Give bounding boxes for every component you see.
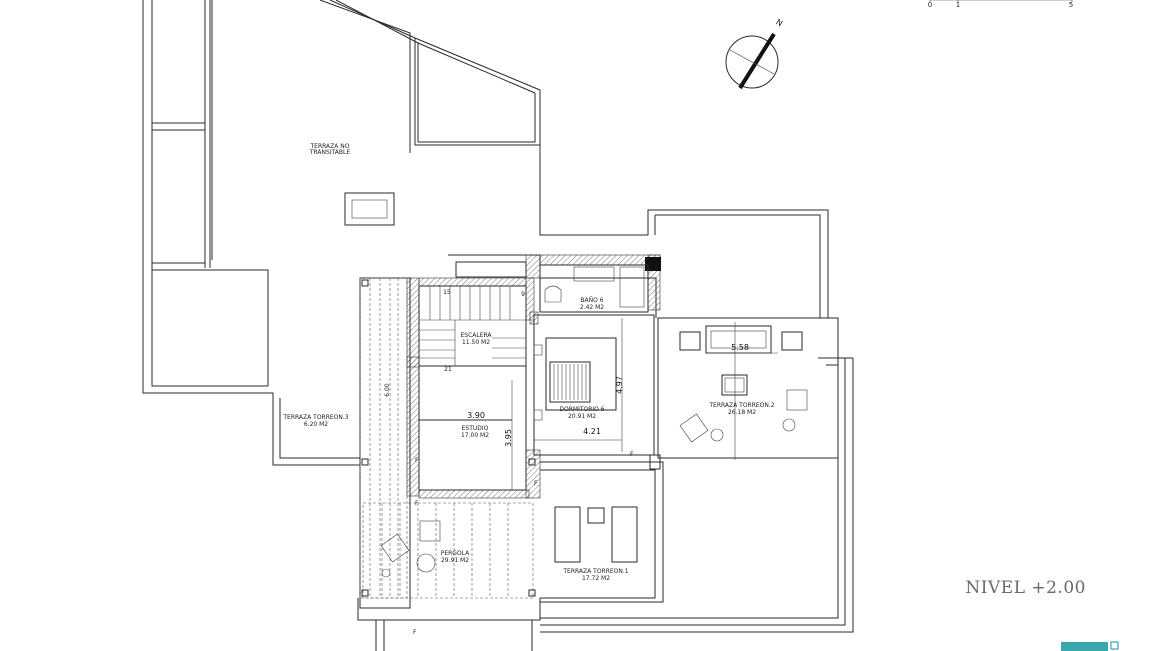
stair-number-right: 9 xyxy=(521,291,525,298)
torreon-1-area: 17.72 M2 xyxy=(582,575,610,582)
terraza-no-transitable-outline xyxy=(142,0,829,466)
dormitorio-label: DORMITORIO 6 xyxy=(559,406,604,413)
torreon-3-label: TERRAZA TORREON.3 xyxy=(282,414,348,421)
escalera-area: 11.50 M2 xyxy=(462,339,490,346)
dormitorio-area: 20.91 M2 xyxy=(568,413,596,420)
marker-f-4: F xyxy=(534,480,538,487)
marker-f-2: F xyxy=(415,500,419,507)
stair-treads xyxy=(419,286,526,366)
dim-dormitorio-width: 4.21 xyxy=(583,427,601,436)
scale-tick-5: 5 xyxy=(1069,1,1073,9)
scale-tick-0: 0 xyxy=(928,1,932,9)
bed-stripes xyxy=(553,364,587,400)
torreon-2-furniture xyxy=(679,322,808,460)
dim-stair-small: 6.00 xyxy=(384,383,391,397)
bano-label: BAÑO 6 xyxy=(580,297,603,304)
torreon-1-label: TERRAZA TORREON.1 xyxy=(562,568,628,575)
torreon-3-outline xyxy=(272,277,411,609)
accent-corner-icon xyxy=(1110,641,1119,650)
terraza-no-transitable-label-1: TERRAZA NO xyxy=(310,143,350,150)
accent-bar xyxy=(1061,642,1108,651)
stair-number-top: 15 xyxy=(443,289,451,296)
scale-bar xyxy=(929,0,1073,2)
stair-number-bottom: 21 xyxy=(444,366,452,373)
marker-f-5: F xyxy=(630,451,634,458)
north-label: N xyxy=(774,17,784,28)
torreon-1-outline xyxy=(540,461,664,603)
dim-torreon-2-width: 5.58 xyxy=(731,343,749,352)
marker-f-3: F xyxy=(413,629,417,636)
scale-tick-1: 1 xyxy=(956,1,960,9)
pergola-label: PERGOLA xyxy=(441,550,470,557)
estudio-area: 17.00 M2 xyxy=(461,432,489,439)
pergola-area: 29.91 M2 xyxy=(441,557,469,564)
torreon-2-label: TERRAZA TORREON.2 xyxy=(708,402,774,409)
level-label: NIVEL +2.00 xyxy=(965,578,1086,598)
escalera-label: ESCALERA xyxy=(460,332,492,339)
dim-estudio-width: 3.90 xyxy=(467,411,485,420)
torreon-2-area: 26.18 M2 xyxy=(728,409,756,416)
pergola-structure xyxy=(357,277,541,651)
right-terrace-outline xyxy=(540,214,854,633)
estudio-label: ESTUDIO xyxy=(462,425,489,432)
north-arrow xyxy=(725,32,779,90)
bano-area: 2.42 M2 xyxy=(580,304,604,311)
dim-estudio-height: 3.95 xyxy=(504,429,513,447)
terraza-no-transitable-label-2: TRANSITABLE xyxy=(309,149,351,156)
dim-dormitorio-height: 4.97 xyxy=(615,376,624,394)
marker-f-1: F xyxy=(415,457,419,464)
torreon-3-area: 6.20 M2 xyxy=(304,421,328,428)
